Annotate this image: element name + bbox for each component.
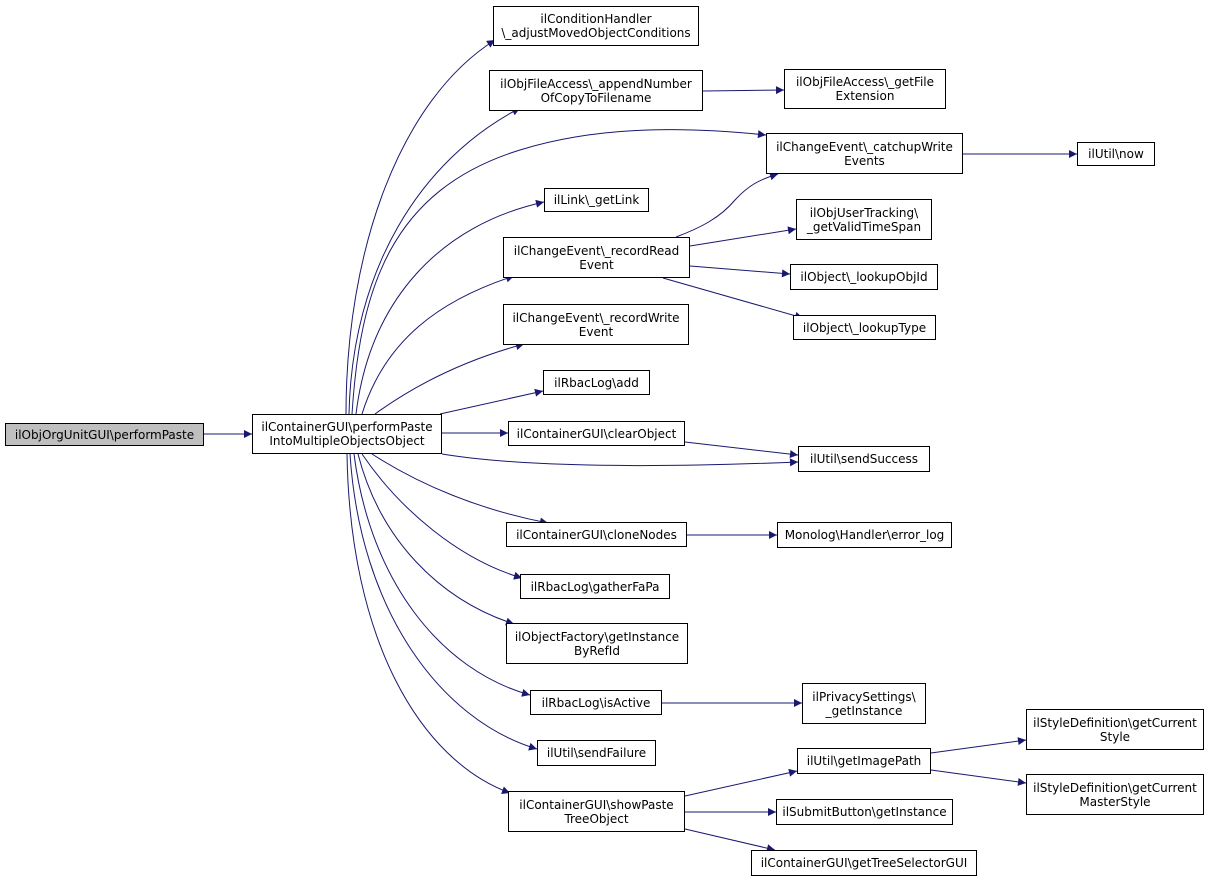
node-label: ilObjOrgUnitGUI\performPaste [14, 427, 195, 442]
edge-image-to-master [930, 769, 1027, 786]
edge-paste-to-catchup [351, 129, 767, 415]
node-getvalidtimespan[interactable]: ilObjUserTracking\_getValidTimeSpan [796, 199, 932, 240]
edge-paste-to-factory [357, 453, 515, 626]
edge-clear-to-succ [684, 441, 799, 459]
edge-paste-to-tree [346, 453, 511, 794]
edge-append-to-getext [702, 86, 785, 95]
edge-paste-to-recwrite [374, 342, 525, 415]
node-getimagepath[interactable]: ilUtil\getImagePath [797, 748, 931, 774]
node-label: Event [578, 324, 614, 339]
node-label: ilObject\_lookupObjId [800, 270, 928, 284]
edge-recread-to-valid [689, 226, 797, 247]
node-label: ilUtil\sendSuccess [809, 452, 919, 466]
node-ilobjorgunitgui-performpaste[interactable]: ilObjOrgUnitGUI\performPaste [5, 423, 204, 446]
node-label: Event [579, 257, 614, 272]
node-label: Monolog\Handler\error_log [784, 528, 945, 542]
node-label: IntoMultipleObjectsObject [269, 434, 425, 448]
node-submitbutton-getinstance[interactable]: ilSubmitButton\getInstance [776, 799, 953, 825]
edge-tree-to-selector [684, 828, 776, 853]
node-sendfailure[interactable]: ilUtil\sendFailure [537, 740, 656, 766]
node-label: ilConditionHandler [540, 12, 652, 26]
node-label: MasterStyle [1079, 794, 1151, 809]
edge-recread-to-lktype [662, 277, 804, 320]
node-label: ilObjFileAccess\_appendNumber [500, 76, 692, 91]
edge-tree-to-image [684, 768, 798, 797]
node-label: OfCopyToFilename [540, 90, 652, 105]
node-label: ilChangeEvent\_recordRead [513, 243, 680, 258]
node-label: Events [844, 153, 885, 168]
node-label: ilPrivacySettings\ [812, 689, 916, 704]
node-privacysettings-getinstance[interactable]: ilPrivacySettings\_getInstance [802, 683, 926, 724]
node-ilrbaclog-add[interactable]: ilRbacLog\add [543, 370, 650, 395]
node-label: ilContainerGUI\getTreeSelectorGUI [760, 856, 968, 870]
node-lookuptype[interactable]: ilObject\_lookupType [793, 315, 936, 340]
node-clearobject[interactable]: ilContainerGUI\clearObject [508, 421, 685, 446]
node-isactive[interactable]: ilRbacLog\isActive [530, 690, 662, 715]
node-adjustmovedobjectconditions[interactable]: ilConditionHandler\_adjustMovedObjectCon… [493, 6, 699, 46]
edge-paste-to-rbadd [439, 388, 544, 415]
node-label: \_adjustMovedObjectConditions [501, 26, 691, 40]
node-label: ilContainerGUI\clearObject [516, 426, 677, 441]
node-label: ilStyleDefinition\getCurrent [1033, 780, 1197, 795]
node-label: ByRefId [574, 643, 620, 658]
node-getlink[interactable]: ilLink\_getLink [544, 188, 649, 212]
edge-paste-to-cond [345, 39, 496, 415]
node-label: ilContainerGUI\showPaste [519, 797, 674, 812]
edge-paste-to-getlink [355, 199, 545, 415]
node-ilutil-now[interactable]: ilUtil\now [1077, 142, 1155, 166]
node-label: Extension [835, 89, 895, 103]
node-label: ilRbacLog\isActive [541, 695, 651, 710]
node-label: ilContainerGUI\cloneNodes [516, 527, 677, 542]
node-label: ilObjectFactory\getInstance [514, 629, 680, 644]
node-gatherfapa[interactable]: ilRbacLog\gatherFaPa [520, 574, 670, 599]
edge-recread-to-catchup [675, 172, 779, 238]
edge-paste-to-recread [361, 274, 515, 415]
node-label: ilObjFileAccess\_getFile [795, 75, 935, 89]
edge-paste-to-fapa [361, 453, 523, 580]
node-label: ilRbacLog\gatherFaPa [530, 579, 660, 594]
edge-paste-to-append [348, 107, 521, 415]
node-label: ilRbacLog\add [554, 375, 639, 390]
edge-paste-to-clone [371, 453, 549, 526]
edge-recread-to-objid [689, 265, 791, 278]
edge-image-to-style [930, 737, 1027, 754]
node-label: ilUtil\now [1088, 147, 1144, 161]
node-label: ilChangeEvent\_recordWrite [512, 310, 680, 325]
node-label: ilSubmitButton\getInstance [782, 805, 947, 819]
node-gettreeselectorgui[interactable]: ilContainerGUI\getTreeSelectorGUI [751, 850, 977, 876]
node-monolog-error-log[interactable]: Monolog\Handler\error_log [777, 522, 952, 548]
node-label: ilContainerGUI\performPaste [261, 420, 433, 434]
node-label: ilStyleDefinition\getCurrent [1033, 715, 1197, 730]
node-label: ilObjUserTracking\ [809, 205, 919, 220]
node-label: _getInstance [825, 703, 903, 718]
node-label: _getValidTimeSpan [806, 219, 922, 234]
node-label: ilChangeEvent\_catchupWrite [776, 139, 953, 154]
node-label: ilLink\_getLink [553, 193, 640, 207]
edge-paste-to-fail [349, 453, 538, 751]
node-clonenodes[interactable]: ilContainerGUI\cloneNodes [506, 522, 687, 547]
edge-paste-to-succ [441, 453, 799, 467]
node-lookupobjid[interactable]: ilObject\_lookupObjId [790, 264, 938, 290]
node-label: ilUtil\getImagePath [806, 754, 922, 768]
edge-paste-to-active [353, 453, 531, 697]
node-label: Style [1099, 729, 1131, 744]
node-label: ilUtil\sendFailure [546, 746, 647, 760]
node-sendsuccess[interactable]: ilUtil\sendSuccess [798, 446, 930, 472]
node-label: TreeObject [564, 811, 629, 826]
node-label: ilObject\_lookupType [802, 320, 927, 335]
